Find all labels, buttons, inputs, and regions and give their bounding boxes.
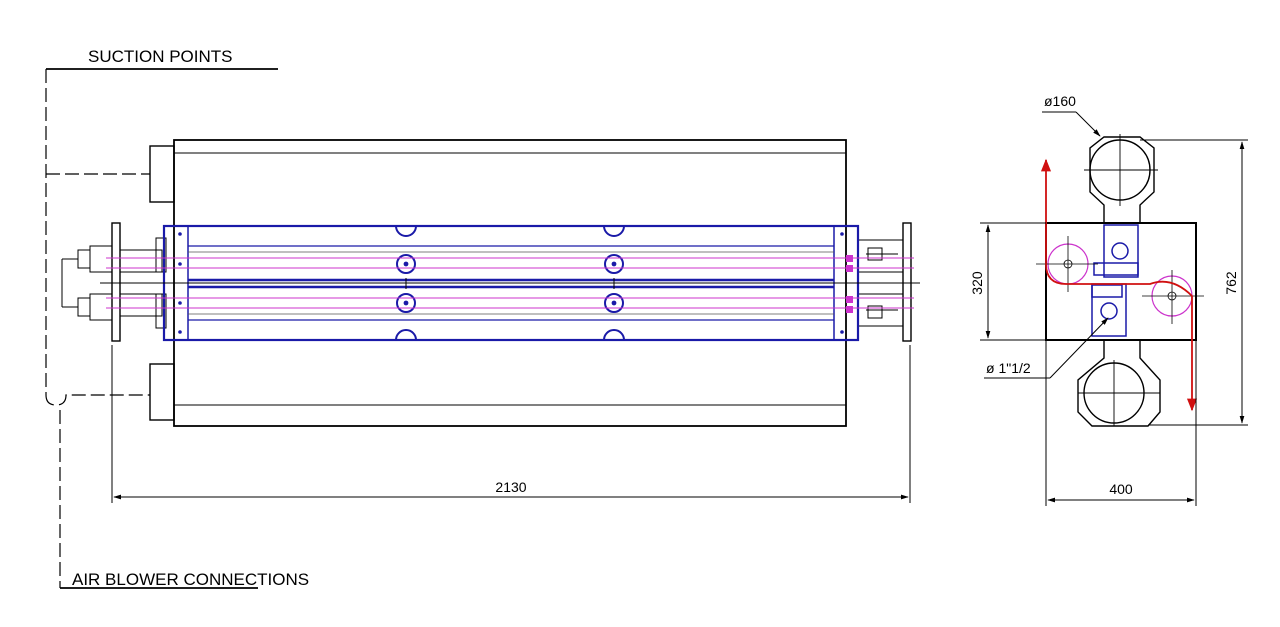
side-rollers [1047, 243, 1193, 317]
web-flow-path [1040, 158, 1198, 412]
side-nozzles [1091, 224, 1139, 337]
side-housing [1045, 222, 1197, 341]
length-dimension [111, 345, 911, 503]
inner-height-dimension [980, 222, 1046, 341]
left-fittings [61, 237, 167, 329]
suction-diameter-label: ø160 [1044, 93, 1076, 109]
side-view [984, 111, 1204, 427]
width-dimension-value: 400 [1109, 481, 1133, 497]
upper-suction-box [149, 145, 175, 203]
air-lines [106, 257, 914, 309]
lower-suction-box [149, 363, 175, 421]
right-flange [902, 222, 912, 342]
width-dimension [1045, 340, 1197, 506]
overall-height-dimension [1140, 139, 1248, 426]
front-view [61, 139, 920, 427]
right-fittings [857, 239, 904, 327]
air-blower-connections-label: AIR BLOWER CONNECTIONS [72, 570, 309, 589]
overall-height-dimension-value: 762 [1223, 271, 1239, 295]
inner-height-dimension-value: 320 [969, 271, 985, 295]
lower-suction-duct [1077, 340, 1161, 427]
upper-suction-duct [1084, 134, 1158, 223]
left-flange [111, 222, 121, 342]
length-dimension-value: 2130 [495, 479, 526, 495]
suction-points-label: SUCTION POINTS [88, 47, 233, 66]
leader-lines [45, 68, 278, 589]
pipe-diameter-label: ø 1"1/2 [986, 360, 1031, 376]
